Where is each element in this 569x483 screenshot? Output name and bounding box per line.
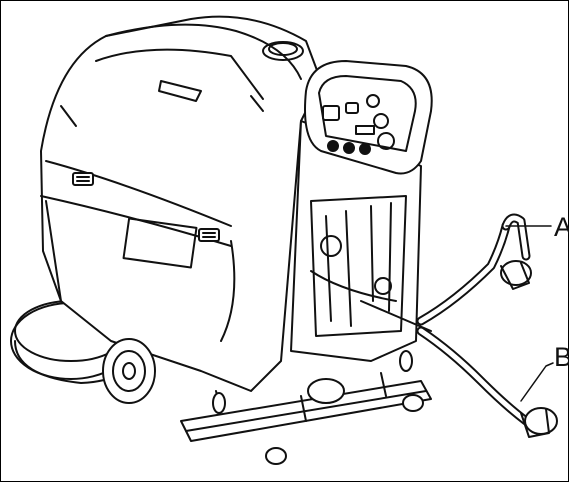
machine-body (40, 15, 322, 392)
callout-a-label: A (554, 212, 569, 242)
callout-b-leader (520, 362, 554, 402)
hose (360, 213, 558, 438)
squeegee-assembly (180, 350, 432, 465)
latch-right (198, 228, 220, 242)
latch-left (72, 172, 94, 186)
rear-wheel (102, 338, 156, 404)
control-handle (304, 60, 433, 175)
callout-b-label: B (554, 342, 569, 372)
